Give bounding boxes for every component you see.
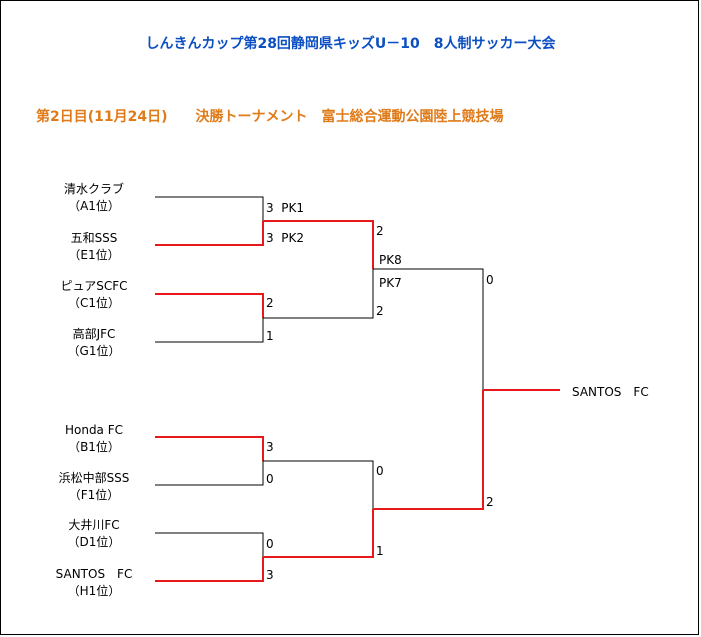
score-label: 0 [376,464,384,478]
champion-label: SANTOS FC [572,385,649,399]
r1m3-bottom-line [155,461,264,486]
sf2-bottom-line [263,509,374,558]
score-label: 3 [266,440,274,454]
r1m4-top-line [155,532,264,557]
score-label: 2 [376,304,384,318]
team-name: 五和SSS [70,231,118,245]
final-bottom-line [373,390,484,510]
final-top-line [373,268,484,390]
team-label: ピュアSCFC （C1位） [34,278,154,312]
team-seed: （E1位） [68,248,120,262]
page-title: しんきんカップ第28回静岡県キッズU－10 8人制サッカー大会 [145,36,556,52]
team-label: 清水クラブ （A1位） [34,181,154,215]
pk-label: PK8 [379,253,402,267]
score-label: 2 [266,296,274,310]
team-name: SANTOS FC [55,567,133,581]
r1m2-top-line [155,293,264,318]
score-label: 0 [486,273,494,287]
team-seed: （D1位） [67,535,121,549]
team-name: 清水クラブ [63,182,124,196]
team-label: 高部JFC （G1位） [34,326,154,360]
sf2-top-line [263,460,374,509]
team-name: 大井川FC [68,518,120,532]
team-name: Honda FC [64,423,124,437]
team-seed: （G1位） [67,344,121,358]
team-seed: （B1位） [68,440,120,454]
score-label: 0 [266,472,274,486]
team-label: SANTOS FC （H1位） [34,566,154,600]
r1m2-bottom-line [155,318,264,343]
team-name: 浜松中部SSS [58,471,130,485]
team-label: 五和SSS （E1位） [34,230,154,264]
page-subtitle: 第2日目(11月24日) 決勝トーナメント 富士総合運動公園陸上競技場 [36,109,504,125]
sf1-bottom-line [263,269,374,319]
score-label: 1 [266,329,274,343]
score-label: 2 [486,495,494,509]
score-label: 3 [266,568,274,582]
sf1-top-line [263,220,374,269]
team-seed: （F1位） [68,488,120,502]
team-label: 浜松中部SSS （F1位） [34,470,154,504]
team-seed: （A1位） [68,199,120,213]
team-name: ピュアSCFC [60,279,128,293]
team-seed: （H1位） [67,584,121,598]
pk-label: PK7 [379,276,402,290]
r1m1-bottom-line [155,221,264,246]
team-name: 高部JFC [72,327,116,341]
team-label: 大井川FC （D1位） [34,517,154,551]
r1m4-bottom-line [155,557,264,582]
score-label: 3 PK1 [266,201,305,215]
r1m1-top-line [155,196,264,221]
score-label: 1 [376,544,384,558]
team-seed: （C1位） [67,296,120,310]
team-label: Honda FC （B1位） [34,422,154,456]
score-label: 0 [266,537,274,551]
r1m3-top-line [155,436,264,461]
score-label: 2 [376,224,384,238]
score-label: 3 PK2 [266,231,305,245]
